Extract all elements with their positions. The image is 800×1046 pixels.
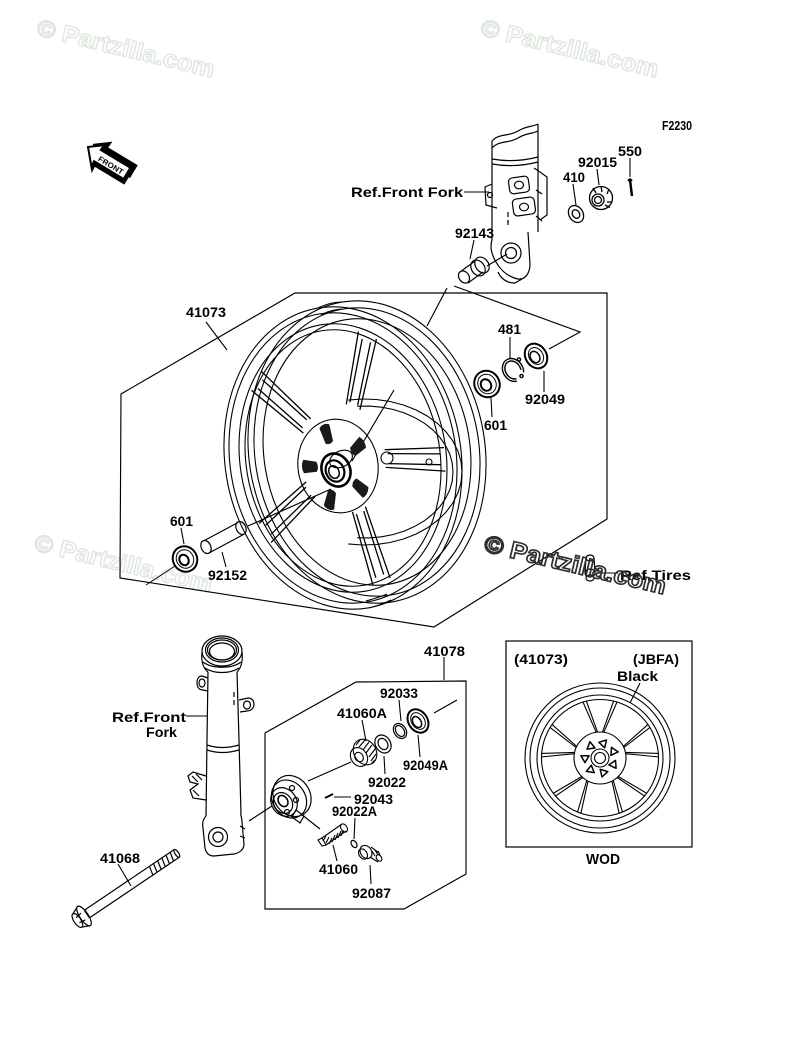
svg-text:92143: 92143 [455, 225, 494, 241]
svg-text:Fork: Fork [146, 724, 177, 740]
svg-text:41073: 41073 [186, 304, 226, 320]
svg-text:92087: 92087 [352, 885, 391, 901]
svg-text:Ref.Front Fork: Ref.Front Fork [351, 184, 463, 200]
svg-text:92015: 92015 [578, 154, 617, 170]
svg-text:92022: 92022 [368, 774, 406, 790]
svg-text:(41073): (41073) [514, 651, 568, 667]
svg-text:Ref.Tires: Ref.Tires [620, 567, 691, 583]
svg-text:601: 601 [170, 513, 193, 529]
svg-text:© Partzilla.com: © Partzilla.com [34, 15, 217, 84]
svg-text:WOD: WOD [586, 851, 620, 868]
svg-text:92033: 92033 [380, 685, 418, 701]
svg-text:© Partzilla.com: © Partzilla.com [478, 15, 661, 84]
svg-text:F2230: F2230 [662, 118, 692, 133]
svg-text:410: 410 [563, 169, 585, 185]
svg-text:(JBFA): (JBFA) [633, 651, 679, 667]
svg-text:92043: 92043 [354, 791, 393, 807]
svg-text:550: 550 [618, 143, 642, 159]
svg-text:92022A: 92022A [332, 803, 377, 819]
svg-text:92049: 92049 [525, 391, 565, 407]
svg-text:41060: 41060 [319, 861, 358, 877]
svg-text:41078: 41078 [424, 643, 465, 659]
svg-text:92049A: 92049A [403, 757, 448, 773]
svg-text:Ref.Front: Ref.Front [112, 709, 186, 725]
svg-text:41068: 41068 [100, 850, 140, 866]
svg-text:Black: Black [617, 668, 658, 684]
svg-text:601: 601 [484, 417, 507, 433]
svg-text:481: 481 [498, 321, 521, 337]
svg-text:41060A: 41060A [337, 705, 387, 721]
svg-text:92152: 92152 [208, 567, 247, 583]
svg-text:© Partzilla.com: © Partzilla.com [482, 531, 669, 601]
